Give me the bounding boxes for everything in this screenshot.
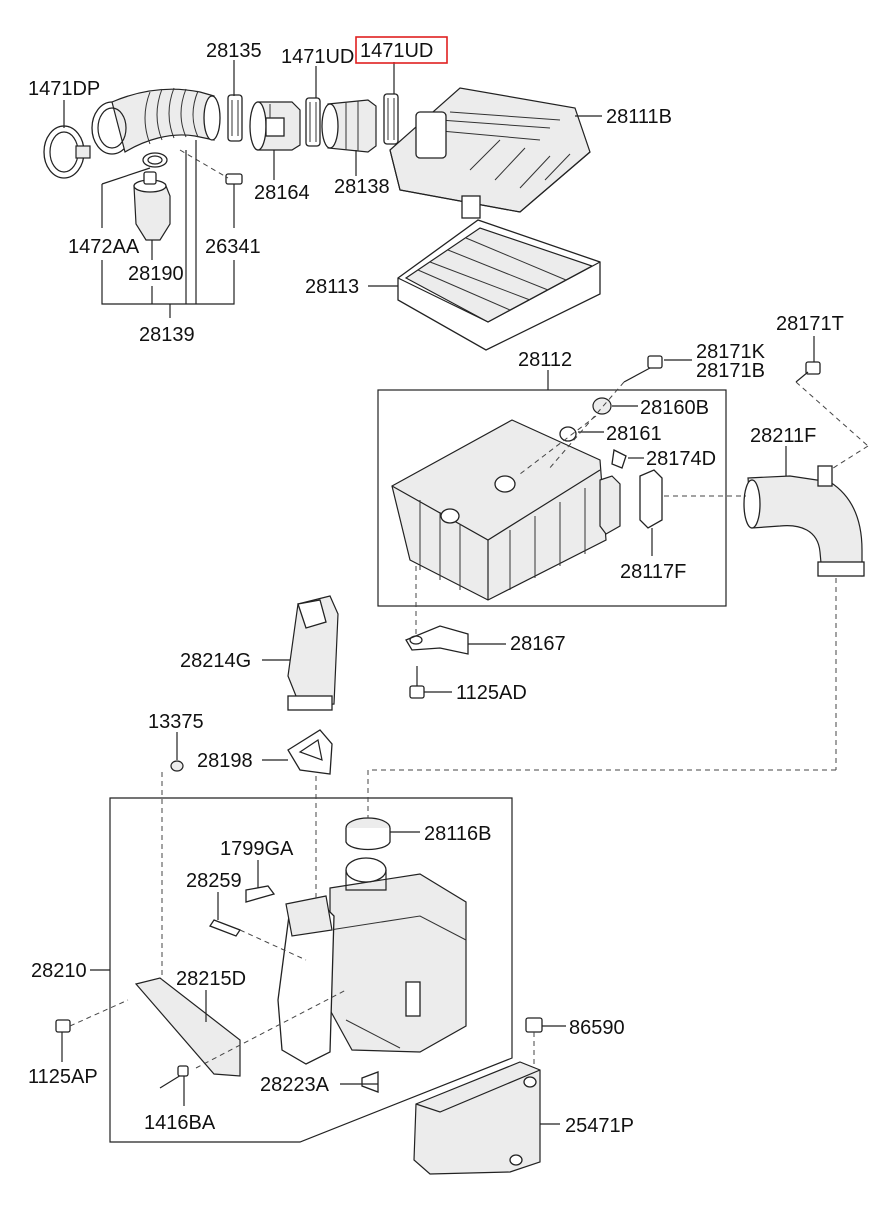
bolt-1125AP (55, 999, 129, 1033)
label-1416BA[interactable]: 1416BA (144, 1112, 216, 1134)
label-28198[interactable]: 28198 (197, 750, 253, 772)
bolt-1125AD (409, 666, 425, 699)
label-28112[interactable]: 28112 (518, 349, 572, 371)
label-25471P[interactable]: 25471P (565, 1115, 634, 1137)
air-cleaner-cover-28111B (389, 87, 591, 219)
intake-duct-28211F (743, 465, 865, 577)
lower-body-box-frame (377, 389, 727, 607)
air-cleaner-body-28112 (391, 419, 607, 601)
label-28167[interactable]: 28167 (510, 633, 566, 655)
intake-hose-assembly (43, 87, 399, 241)
shield-25471P (413, 1061, 541, 1175)
label-1472AA[interactable]: 1472AA (68, 236, 140, 258)
label-28139[interactable]: 28139 (139, 324, 195, 346)
bracket-28167 (405, 625, 469, 655)
bolt-86590 (525, 1017, 543, 1072)
label-28214G[interactable]: 28214G (180, 650, 251, 672)
gasket-28117F (599, 469, 663, 535)
label-1125AD[interactable]: 1125AD (456, 682, 527, 704)
fastener-28223A (361, 1071, 379, 1093)
duct-28214G (287, 595, 339, 711)
label-28171B[interactable]: 28171B (696, 360, 765, 382)
label-1471UD-b[interactable]: 1471UD (360, 40, 433, 62)
duct-pipe (277, 895, 335, 1065)
grommet-28161 (559, 426, 577, 442)
clamp-1471UD-a (305, 97, 321, 147)
clip-28174D (611, 449, 627, 469)
intake-hose-28139 (91, 87, 221, 155)
label-28161[interactable]: 28161 (606, 423, 662, 445)
clip-28259 (209, 919, 241, 937)
bolt-1416BA (159, 1065, 189, 1089)
leader-lines (61, 60, 815, 1125)
label-86590[interactable]: 86590 (569, 1017, 625, 1039)
assembly-dash-lines (161, 381, 869, 1069)
label-13375[interactable]: 13375 (148, 711, 204, 733)
grommet-28160B (592, 397, 612, 415)
label-28135[interactable]: 28135 (206, 40, 262, 62)
nut-13375 (170, 760, 184, 772)
label-28171K[interactable]: 28171K (696, 341, 766, 363)
label-28116B[interactable]: 28116B (424, 823, 491, 845)
label-1799GA[interactable]: 1799GA (220, 838, 294, 860)
label-28113[interactable]: 28113 (305, 276, 359, 298)
label-28160B[interactable]: 28160B (640, 397, 709, 419)
label-28138[interactable]: 28138 (334, 176, 390, 198)
label-26341[interactable]: 26341 (205, 236, 261, 258)
cap-28116B (345, 817, 391, 851)
seal-28198 (287, 729, 333, 775)
resonator-clamp (142, 152, 168, 168)
label-28164[interactable]: 28164 (254, 182, 310, 204)
label-28117F[interactable]: 28117F (620, 561, 686, 583)
highlight-box (355, 36, 448, 64)
vent-pipe-26341 (179, 149, 243, 185)
label-28190[interactable]: 28190 (128, 263, 184, 285)
air-flow-sensor-28164 (249, 101, 301, 151)
label-1471DP[interactable]: 1471DP (28, 78, 100, 100)
air-filter-28113 (397, 219, 601, 351)
duct-28138 (321, 99, 377, 153)
label-28223A[interactable]: 28223A (260, 1074, 330, 1096)
bolt-28171K (623, 355, 663, 383)
label-28174D[interactable]: 28174D (646, 448, 716, 470)
label-28171T[interactable]: 28171T (776, 313, 844, 335)
bracket-28215D (134, 977, 241, 1077)
bolt-28171T (795, 361, 821, 383)
label-28111B[interactable]: 28111B (606, 106, 672, 128)
clamp-1799GA (245, 885, 276, 903)
label-28211F[interactable]: 28211F (750, 425, 816, 447)
label-1125AP[interactable]: 1125AP (28, 1066, 98, 1088)
clamp-28135 (227, 94, 243, 142)
clamp-1471UD-b (383, 93, 399, 145)
resonator-28190 (133, 171, 171, 241)
label-28259[interactable]: 28259 (186, 870, 242, 892)
part-labels: 1471DP 28135 1471UD 1471UD 28111B 28164 … (28, 40, 844, 1137)
label-28215D[interactable]: 28215D (176, 968, 246, 990)
hose-clamp-1471DP (43, 125, 91, 179)
label-1471UD-a[interactable]: 1471UD (281, 46, 354, 68)
resonator-28210 (329, 857, 467, 1053)
resonator-box-frame (109, 797, 513, 1143)
label-28210[interactable]: 28210 (31, 960, 87, 982)
